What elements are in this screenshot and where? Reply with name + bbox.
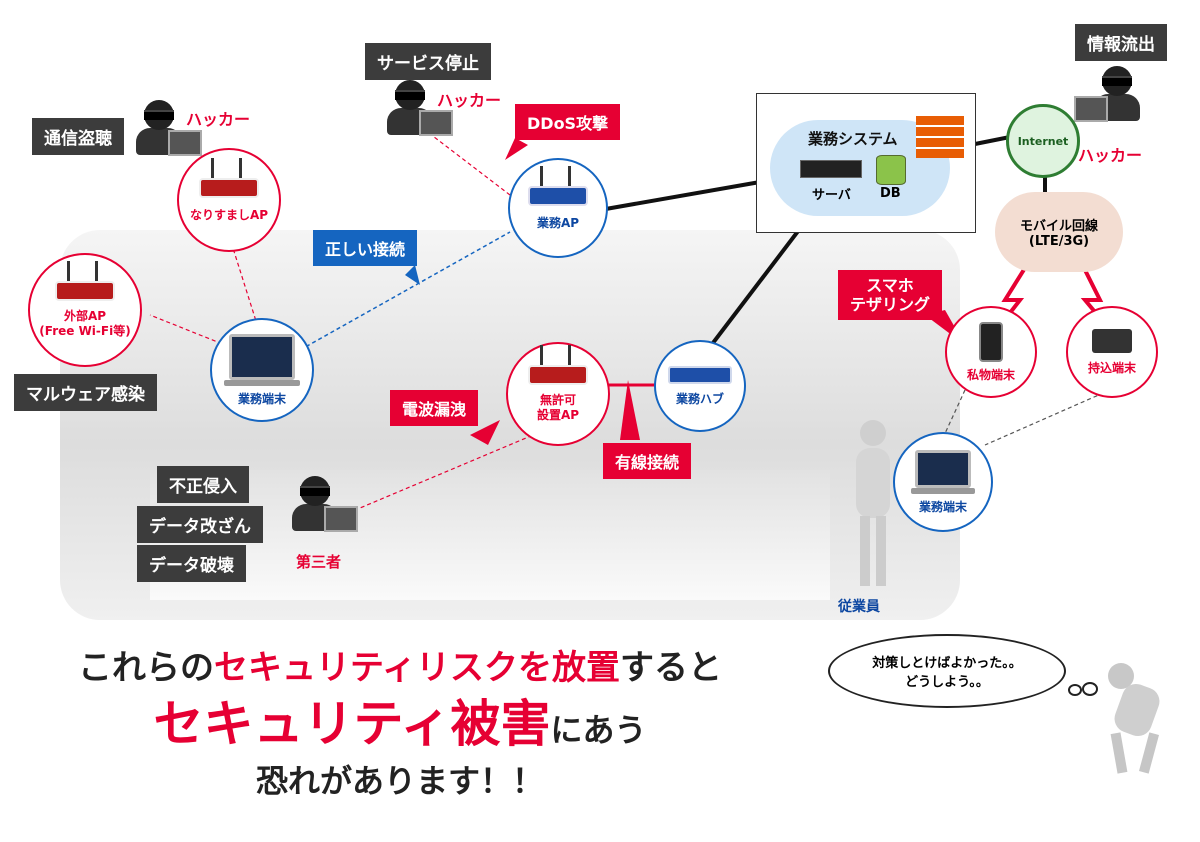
gaibu-ap-label-1: 外部AP <box>63 309 107 323</box>
gaibu-ap-label-2: (Free Wi-Fi等) <box>39 324 131 338</box>
label-ddos: DDoS攻撃 <box>515 104 621 140</box>
hacker-2-figure <box>385 80 453 136</box>
label-service-stop: サービス停止 <box>365 43 491 80</box>
line-dotted-terminal2 <box>984 389 1111 446</box>
gyomu-hub-label: 業務ハブ <box>675 391 724 406</box>
mobile-router-icon <box>1092 328 1132 353</box>
gyomu-hub-node: 業務ハブ <box>654 340 746 432</box>
headline-1b: セキュリティリスクを放置 <box>214 648 620 688</box>
gyomu-ap-label: 業務AP <box>536 215 580 230</box>
gyomu-system-title: 業務システム <box>808 130 898 148</box>
tadashii-pointer <box>405 265 420 285</box>
label-data-kaizan: データ改ざん <box>137 506 263 543</box>
label-info-leak: 情報流出 <box>1075 24 1167 61</box>
router-icon <box>55 261 115 301</box>
hacker-1-label: ハッカー <box>186 110 251 129</box>
employee-label: 従業員 <box>838 599 880 615</box>
mochikomi-label: 持込端末 <box>1087 360 1136 375</box>
yusen-pointer <box>620 380 640 440</box>
headline-2b: にあう <box>550 711 647 749</box>
third-party-figure <box>290 476 358 532</box>
internet-label: Internet <box>1017 134 1069 148</box>
server-label: サーバ <box>812 188 851 203</box>
thought-bubble: 対策しとけばよかった。。 どうしよう。。 <box>828 634 1066 708</box>
mobile-label-1: モバイル回線 <box>1019 219 1098 234</box>
headline-line-2: セキュリティ被害にあう <box>60 684 740 756</box>
label-malware: マルウェア感染 <box>14 374 157 411</box>
shibutsu-label: 私物端末 <box>966 367 1015 382</box>
gyomu-tanmatsu-label: 業務端末 <box>237 391 286 406</box>
gyomu-tanmatsu2-label: 業務端末 <box>918 499 967 514</box>
db-icon <box>876 155 906 185</box>
mobile-label-2: (LTE/3G) <box>1028 234 1090 249</box>
router-icon <box>528 165 588 206</box>
router-icon <box>199 157 259 198</box>
dempa-pointer <box>470 420 500 445</box>
smartphone-icon <box>979 321 1003 362</box>
headline-1c: すると <box>619 648 722 688</box>
label-data-hakai: データ破壊 <box>137 545 246 582</box>
gyomu-ap-node: 業務AP <box>508 158 608 258</box>
thought-dot-2 <box>1082 682 1098 696</box>
line-dotted-ddos <box>424 129 511 196</box>
line-hub-system <box>698 220 807 362</box>
label-sumaho-tethering: スマホ テザリング <box>838 270 943 321</box>
label-tsushin-tocho: 通信盗聴 <box>32 118 124 155</box>
firewall-icon <box>916 114 964 158</box>
muyoka-ap-node: 無許可 設置AP <box>506 342 610 446</box>
label-fusei-shinnyu: 不正侵入 <box>157 466 249 503</box>
router-icon <box>528 345 588 385</box>
hacker-3-figure <box>1074 66 1142 122</box>
server-icon <box>800 160 862 178</box>
laptop-icon <box>915 449 971 488</box>
line-dotted-thirdparty <box>359 429 546 509</box>
narisumashi-ap-node: なりすましAP <box>177 148 281 252</box>
worried-person-figure <box>1100 655 1180 775</box>
mochikomi-node: 持込端末 <box>1066 306 1158 398</box>
db-label: DB <box>880 186 901 201</box>
third-party-label: 第三者 <box>296 553 342 571</box>
label-tadashii: 正しい接続 <box>313 230 418 266</box>
hacker-2-label: ハッカー <box>437 91 502 110</box>
mobile-network-cloud: モバイル回線 (LTE/3G) <box>995 192 1123 272</box>
thought-dot-1 <box>1068 684 1082 696</box>
office-floor <box>150 470 830 600</box>
gaibu-ap-node: 外部AP (Free Wi-Fi等) <box>28 253 142 367</box>
line-ap-system <box>599 180 761 212</box>
label-dempa: 電波漏洩 <box>390 390 479 426</box>
ddos-pointer <box>505 138 528 160</box>
internet-globe: Internet <box>1006 104 1080 178</box>
hacker-1-figure <box>134 100 202 156</box>
narisumashi-ap-label: なりすましAP <box>189 207 269 222</box>
muyoka-ap-label-2: 設置AP <box>536 408 580 422</box>
hacker-3-label: ハッカー <box>1078 146 1143 165</box>
thought-line-1: 対策しとけばよかった。。 <box>872 656 1022 671</box>
shibutsu-node: 私物端末 <box>945 306 1037 398</box>
employee-figure <box>848 420 898 590</box>
line-dotted-terminal <box>941 389 966 441</box>
laptop-icon <box>229 333 295 380</box>
gyomu-tanmatsu2-node: 業務端末 <box>893 432 993 532</box>
label-yusen: 有線接続 <box>603 443 692 479</box>
headline-line-1: これらのセキュリティリスクを放置すると <box>60 640 740 689</box>
headline-2a: セキュリティ被害 <box>153 695 551 753</box>
thought-line-2: どうしよう。。 <box>905 675 989 690</box>
line-correct-connection <box>299 231 511 351</box>
muyoka-ap-label-1: 無許可 <box>539 393 576 407</box>
headline-line-3: 恐れがあります！！ <box>255 762 544 800</box>
headline-1a: これらの <box>78 648 215 688</box>
gyomu-tanmatsu-node: 業務端末 <box>210 318 314 422</box>
hub-icon <box>668 365 732 384</box>
